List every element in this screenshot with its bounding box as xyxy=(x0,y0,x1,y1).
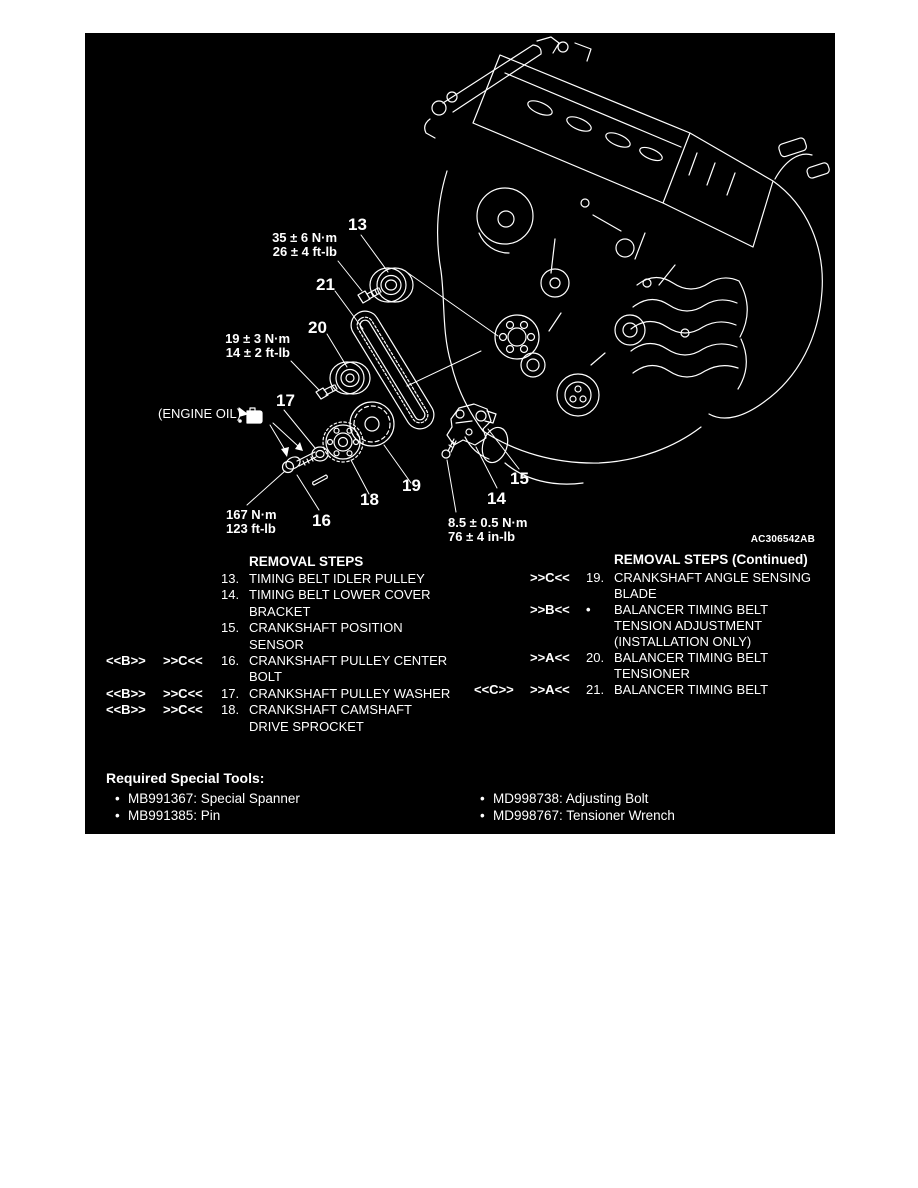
part-balancer-belt-21 xyxy=(350,310,435,430)
callout-20: 20 xyxy=(308,318,327,337)
removal-step-row: BOLT xyxy=(249,669,282,685)
bullet-icon: • xyxy=(480,808,485,823)
part-idler-bolt xyxy=(357,287,382,304)
callout-16: 16 xyxy=(312,511,331,530)
removal-step-row: TENSION ADJUSTMENT xyxy=(614,618,763,633)
removal-step-row: <<B>>>>C<<16.CRANKSHAFT PULLEY CENTER xyxy=(106,652,448,668)
part-idler-pulley-13 xyxy=(369,267,414,303)
removal-step-row: DRIVE SPROCKET xyxy=(249,718,364,734)
tool-item: •MB991385: Pin xyxy=(115,808,221,823)
figure-code: AC306542AB xyxy=(750,534,815,545)
callout-18: 18 xyxy=(360,490,379,509)
part-center-bolt-16 xyxy=(281,451,317,474)
tool-item: •MD998738: Adjusting Bolt xyxy=(480,791,649,806)
removal-step-row: 15.CRANKSHAFT POSITION xyxy=(221,620,403,636)
removal-step-row: SENSOR xyxy=(249,636,304,652)
removal-step-row: <<C>>>>A<<21.BALANCER TIMING BELT xyxy=(474,682,769,697)
removal-steps-continued-title: REMOVAL STEPS (Continued) xyxy=(614,552,808,567)
removal-step-row: BRACKET xyxy=(249,603,311,619)
part-drive-sprocket-18 xyxy=(322,421,364,463)
removal-step-row: 13.TIMING BELT IDLER PULLEY xyxy=(221,571,425,586)
callout-19: 19 xyxy=(402,476,421,495)
tool-item: •MB991367: Special Spanner xyxy=(115,791,300,806)
removal-step-row: >>B<<•BALANCER TIMING BELT xyxy=(530,602,769,617)
part-sensor-bolt xyxy=(441,438,457,459)
removal-steps-continued-list: >>C<<19.CRANKSHAFT ANGLE SENSING BLADE >… xyxy=(85,570,835,698)
removal-step-row: <<B>>>>C<<18.CRANKSHAFT CAMSHAFT xyxy=(106,702,412,718)
part-tensioner-20 xyxy=(329,361,371,395)
removal-step-row: 14.TIMING BELT LOWER COVER xyxy=(221,587,431,603)
removal-step-row: <<B>>>>C<<17.CRANKSHAFT PULLEY WASHER xyxy=(106,685,451,701)
engine-diagram xyxy=(238,36,830,513)
removal-step-row: >>C<<19.CRANKSHAFT ANGLE SENSING xyxy=(530,570,811,585)
callout-17: 17 xyxy=(276,391,295,410)
figure-panel: 35 ± 6 N·m 26 ± 4 ft-lb 19 ± 3 N·m 14 ± … xyxy=(85,33,835,834)
bullet-icon: • xyxy=(115,791,120,806)
callout-15: 15 xyxy=(510,469,529,488)
part-key-pin xyxy=(312,474,328,486)
leader-lines xyxy=(246,234,520,513)
callout-14: 14 xyxy=(487,489,506,508)
part-tensioner-bolt xyxy=(315,384,338,400)
removal-step-row: TENSIONER xyxy=(614,666,690,681)
bullet-icon: • xyxy=(480,791,485,806)
tool-item: •MD998767: Tensioner Wrench xyxy=(480,808,675,823)
bullet-icon: • xyxy=(115,808,120,823)
removal-step-row: >>A<<20.BALANCER TIMING BELT xyxy=(530,650,769,665)
torque-label-idler-pulley: 35 ± 6 N·m 26 ± 4 ft-lb xyxy=(272,230,337,259)
part-cover-bracket-14-15 xyxy=(446,403,497,446)
torque-label-center-bolt: 167 N·m 123 ft-lb xyxy=(226,507,277,536)
callout-13: 13 xyxy=(348,215,367,234)
part-pulley-washer-17 xyxy=(311,446,329,462)
torque-label-sensor: 8.5 ± 0.5 N·m 76 ± 4 in-lb xyxy=(448,515,528,544)
part-sensing-blade-19 xyxy=(349,401,395,447)
oil-can-icon xyxy=(238,407,263,424)
arrowheads xyxy=(281,442,303,457)
removal-steps-title: REMOVAL STEPS xyxy=(249,554,364,569)
engine-oil-label: (ENGINE OIL) xyxy=(158,406,242,421)
tools-title: Required Special Tools: xyxy=(106,770,265,786)
engine-illustration xyxy=(424,36,830,485)
removal-step-row: (INSTALLATION ONLY) xyxy=(614,634,752,649)
callout-21: 21 xyxy=(316,275,335,294)
removal-steps-list: 13.TIMING BELT IDLER PULLEY 14.TIMING BE… xyxy=(85,571,835,735)
torque-label-tensioner: 19 ± 3 N·m 14 ± 2 ft-lb xyxy=(225,331,290,360)
removal-step-row: BLADE xyxy=(614,586,657,601)
